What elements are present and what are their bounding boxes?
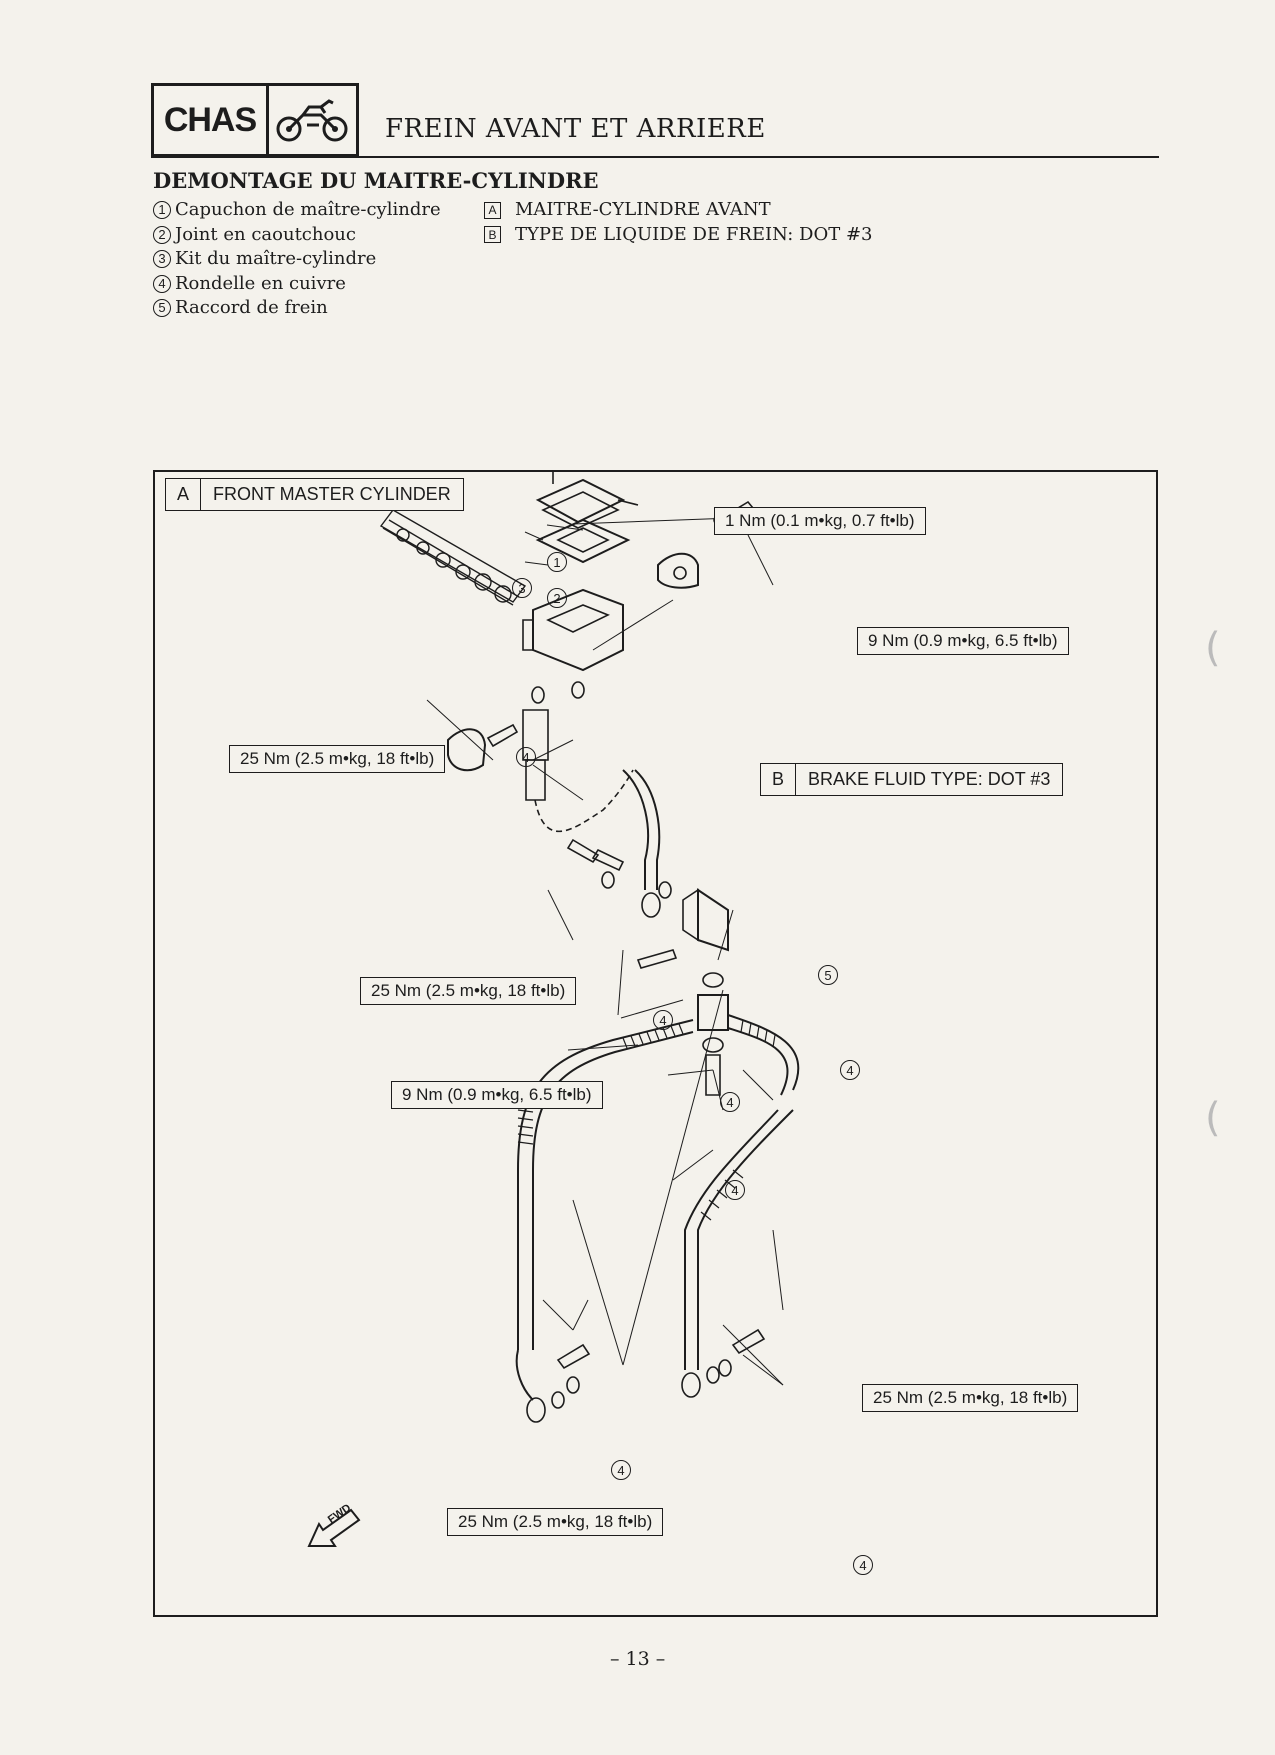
torque-label: 25 Nm (2.5 m•kg, 18 ft•lb) (360, 977, 577, 1005)
callout-5: 5 (818, 965, 838, 985)
callout-4: 4 (720, 1092, 740, 1112)
motorcycle-icon (269, 86, 356, 154)
torque-label: 9 Nm (0.9 m•kg, 6.5 ft•lb) (391, 1081, 603, 1109)
header-divider (151, 156, 1159, 158)
callout-4: 4 (611, 1460, 631, 1480)
torque-label: 25 Nm (2.5 m•kg, 18 ft•lb) (447, 1508, 664, 1536)
torque-label: 1 Nm (0.1 m•kg, 0.7 ft•lb) (714, 507, 926, 535)
figure-frame (153, 470, 1158, 1617)
callout-4: 4 (516, 747, 536, 767)
section-code: CHAS (154, 86, 269, 154)
torque-label: 9 Nm (0.9 m•kg, 6.5 ft•lb) (857, 627, 1069, 655)
callout-4: 4 (653, 1010, 673, 1030)
torque-label: 25 Nm (2.5 m•kg, 18 ft•lb) (229, 745, 446, 773)
binding-hole-mark: ( (1205, 625, 1221, 671)
callout-1: 1 (547, 552, 567, 572)
callout-4: 4 (853, 1555, 873, 1575)
section-badge: CHAS (151, 83, 359, 157)
callout-4: 4 (725, 1180, 745, 1200)
callout-2: 2 (547, 588, 567, 608)
page-title: FREIN AVANT ET ARRIERE (385, 114, 766, 144)
callout-4: 4 (840, 1060, 860, 1080)
figure-label-a: A FRONT MASTER CYLINDER (165, 478, 464, 511)
torque-label: 25 Nm (2.5 m•kg, 18 ft•lb) (862, 1384, 1079, 1412)
exploded-diagram (379, 470, 800, 1423)
figure-label-b: B BRAKE FLUID TYPE: DOT #3 (760, 763, 1064, 796)
binding-hole-mark: ( (1205, 1095, 1221, 1141)
callout-3: 3 (512, 578, 532, 598)
section-title: DEMONTAGE DU MAITRE-CYLINDRE (153, 168, 599, 193)
forward-arrow-icon (305, 1500, 365, 1554)
page-number: – 13 – (610, 1648, 666, 1670)
